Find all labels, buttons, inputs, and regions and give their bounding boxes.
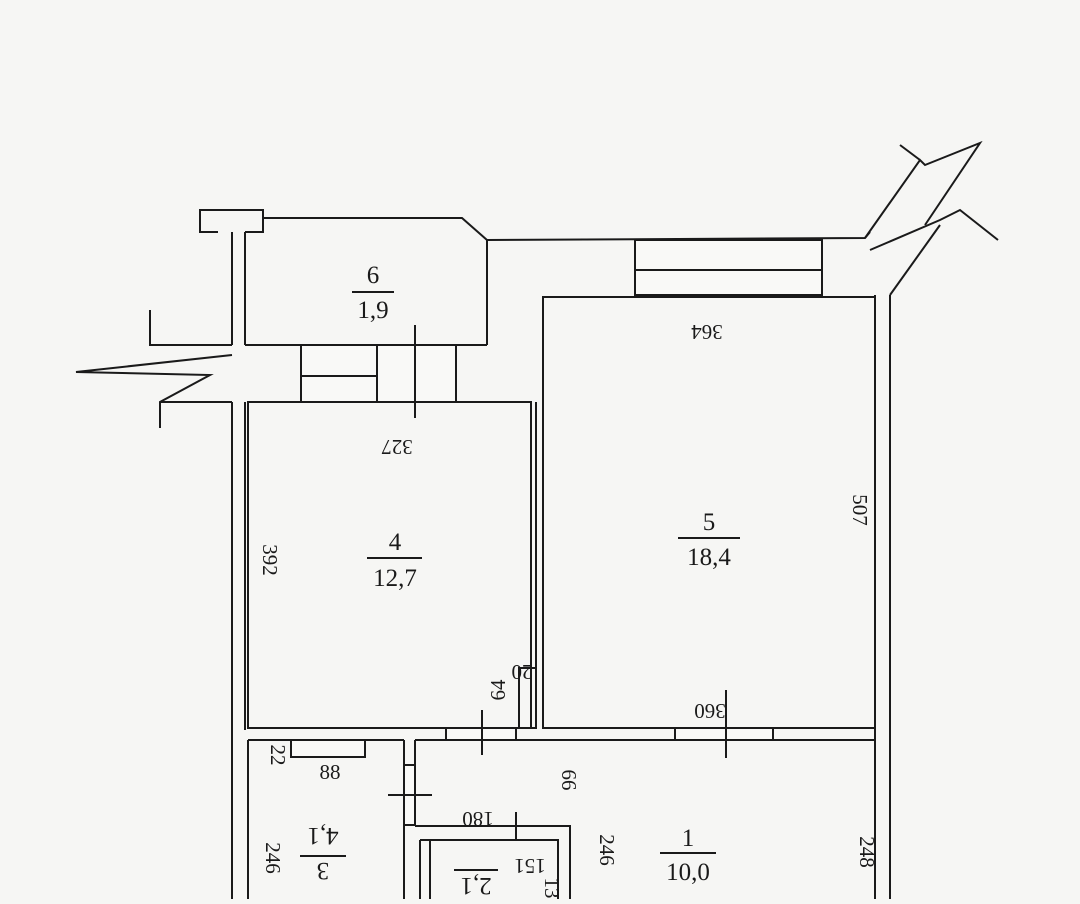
dim-246-right: 246 [595,834,619,866]
dim-151: 151 [514,854,546,878]
room-6-label: 6 1,9 [352,262,394,324]
room-4-outline [247,401,532,729]
room-3-number: 3 [317,857,330,884]
room-1-number: 1 [682,825,695,852]
walls [75,140,999,899]
room-6-number: 6 [367,262,380,289]
dim-327: 327 [381,435,413,459]
dim-507: 507 [848,494,872,526]
room-4-area: 12,7 [373,565,417,592]
room-4-label: 4 12,7 [367,529,422,592]
room-4-number: 4 [389,529,402,556]
room-3-label: 3 4,1 [300,822,346,884]
room-5-area: 18,4 [687,544,731,571]
room-5-label: 5 18,4 [678,509,740,571]
dim-88: 88 [320,760,341,784]
dim-246-left: 246 [261,842,285,874]
dim-392: 392 [258,544,282,576]
dim-360: 360 [694,699,726,723]
room-5-number: 5 [703,509,716,536]
dim-22: 22 [266,745,290,766]
room-1-label: 1 10,0 [660,825,716,886]
dim-180: 180 [462,807,494,831]
dim-13: 13 [540,878,564,899]
dim-20: 20 [512,660,533,684]
room-2-label: 2,1 [454,869,498,899]
dim-248: 248 [855,836,879,868]
dim-66: 66 [557,770,581,791]
room-1-area: 10,0 [666,859,710,886]
dim-64: 64 [486,679,510,701]
room-6-area: 1,9 [357,297,388,324]
room-3-area: 4,1 [307,822,338,849]
room-2-number: 2,1 [460,872,491,899]
dim-364: 364 [691,320,723,344]
